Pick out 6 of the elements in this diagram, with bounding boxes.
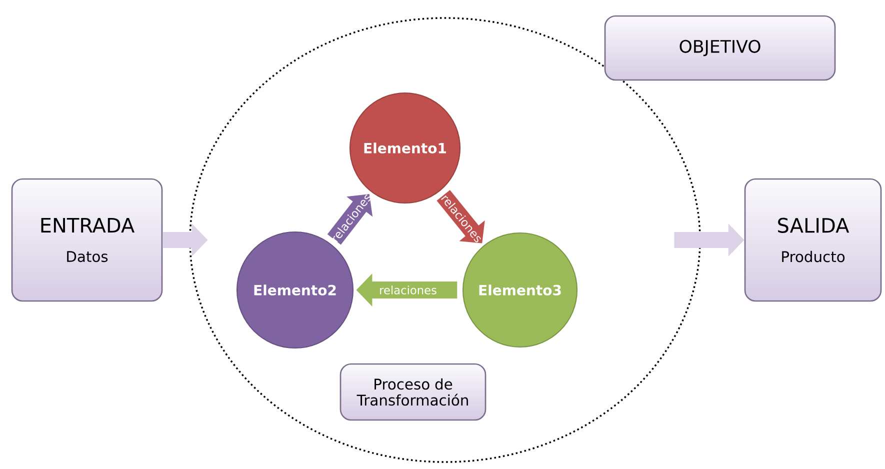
- process-box: ENTRADA Datos: [11, 178, 163, 302]
- block-arrow: [436, 190, 485, 244]
- process-box: OBJETIVO: [604, 15, 836, 81]
- process-box: Proceso de Transformación: [340, 363, 486, 421]
- edge-label: relaciones: [380, 286, 436, 294]
- process-box: SALIDA Producto: [744, 178, 882, 302]
